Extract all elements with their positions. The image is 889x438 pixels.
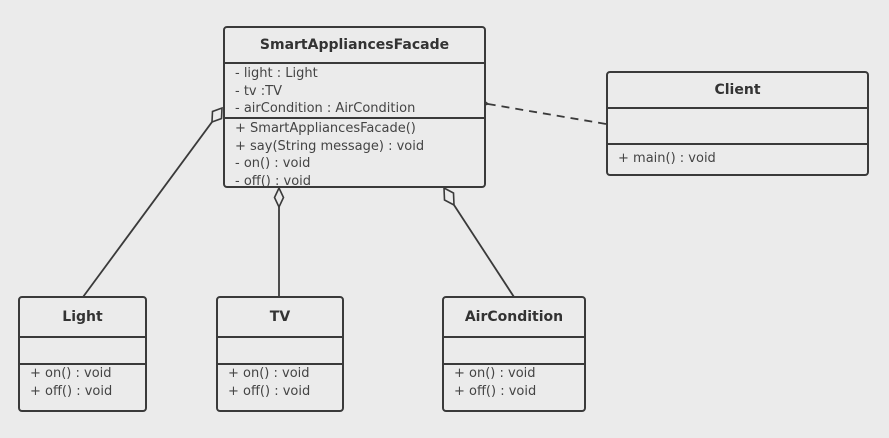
method: + off() : void (30, 384, 113, 399)
aggregation-diamond-light (211, 106, 223, 124)
class-aircondition[interactable]: AirCondition + on() : void + off() : voi… (442, 296, 586, 412)
method: + on() : void (228, 366, 310, 381)
method: + on() : void (30, 366, 112, 381)
attribute: - light : Light (235, 66, 318, 81)
methods-compartment: + on() : void + off() : void (20, 365, 145, 401)
class-tv[interactable]: TV + on() : void + off() : void (216, 296, 344, 412)
attributes-compartment: - light : Light - tv :TV - airCondition … (225, 64, 484, 119)
method: + on() : void (454, 366, 536, 381)
aggregation-line-light (82, 121, 213, 298)
class-name: Light (20, 298, 145, 338)
class-name: Client (608, 73, 867, 109)
attributes-compartment (218, 338, 342, 365)
aggregation-diamond-tv (273, 186, 285, 209)
attribute: - tv :TV (235, 83, 282, 99)
dependency-line-client (488, 104, 607, 125)
class-light[interactable]: Light + on() : void + off() : void (18, 296, 147, 412)
methods-compartment: + SmartAppliancesFacade() + say(String m… (225, 119, 484, 188)
method: + say(String message) : void (235, 138, 425, 154)
aggregation-diamond-aircondition (443, 186, 455, 207)
attributes-compartment (20, 338, 145, 365)
class-name: TV (218, 298, 342, 338)
aggregation-line-aircondition (453, 204, 515, 298)
methods-compartment: + on() : void + off() : void (444, 365, 584, 401)
class-client[interactable]: Client + main() : void (606, 71, 869, 176)
method: - off() : void (235, 173, 312, 188)
class-name: AirCondition (444, 298, 584, 338)
method: + main() : void (618, 151, 716, 166)
method: + off() : void (454, 384, 537, 399)
method: - on() : void (235, 156, 311, 171)
attribute: - airCondition : AirCondition (235, 101, 416, 116)
class-smart-appliances-facade[interactable]: SmartAppliancesFacade - light : Light - … (223, 26, 486, 188)
class-name: SmartAppliancesFacade (225, 28, 484, 64)
method: + off() : void (228, 384, 311, 399)
attributes-compartment (444, 338, 584, 365)
methods-compartment: + on() : void + off() : void (218, 365, 342, 401)
method: + SmartAppliancesFacade() (235, 121, 416, 136)
methods-compartment: + main() : void (608, 145, 867, 168)
attributes-compartment (608, 109, 867, 145)
